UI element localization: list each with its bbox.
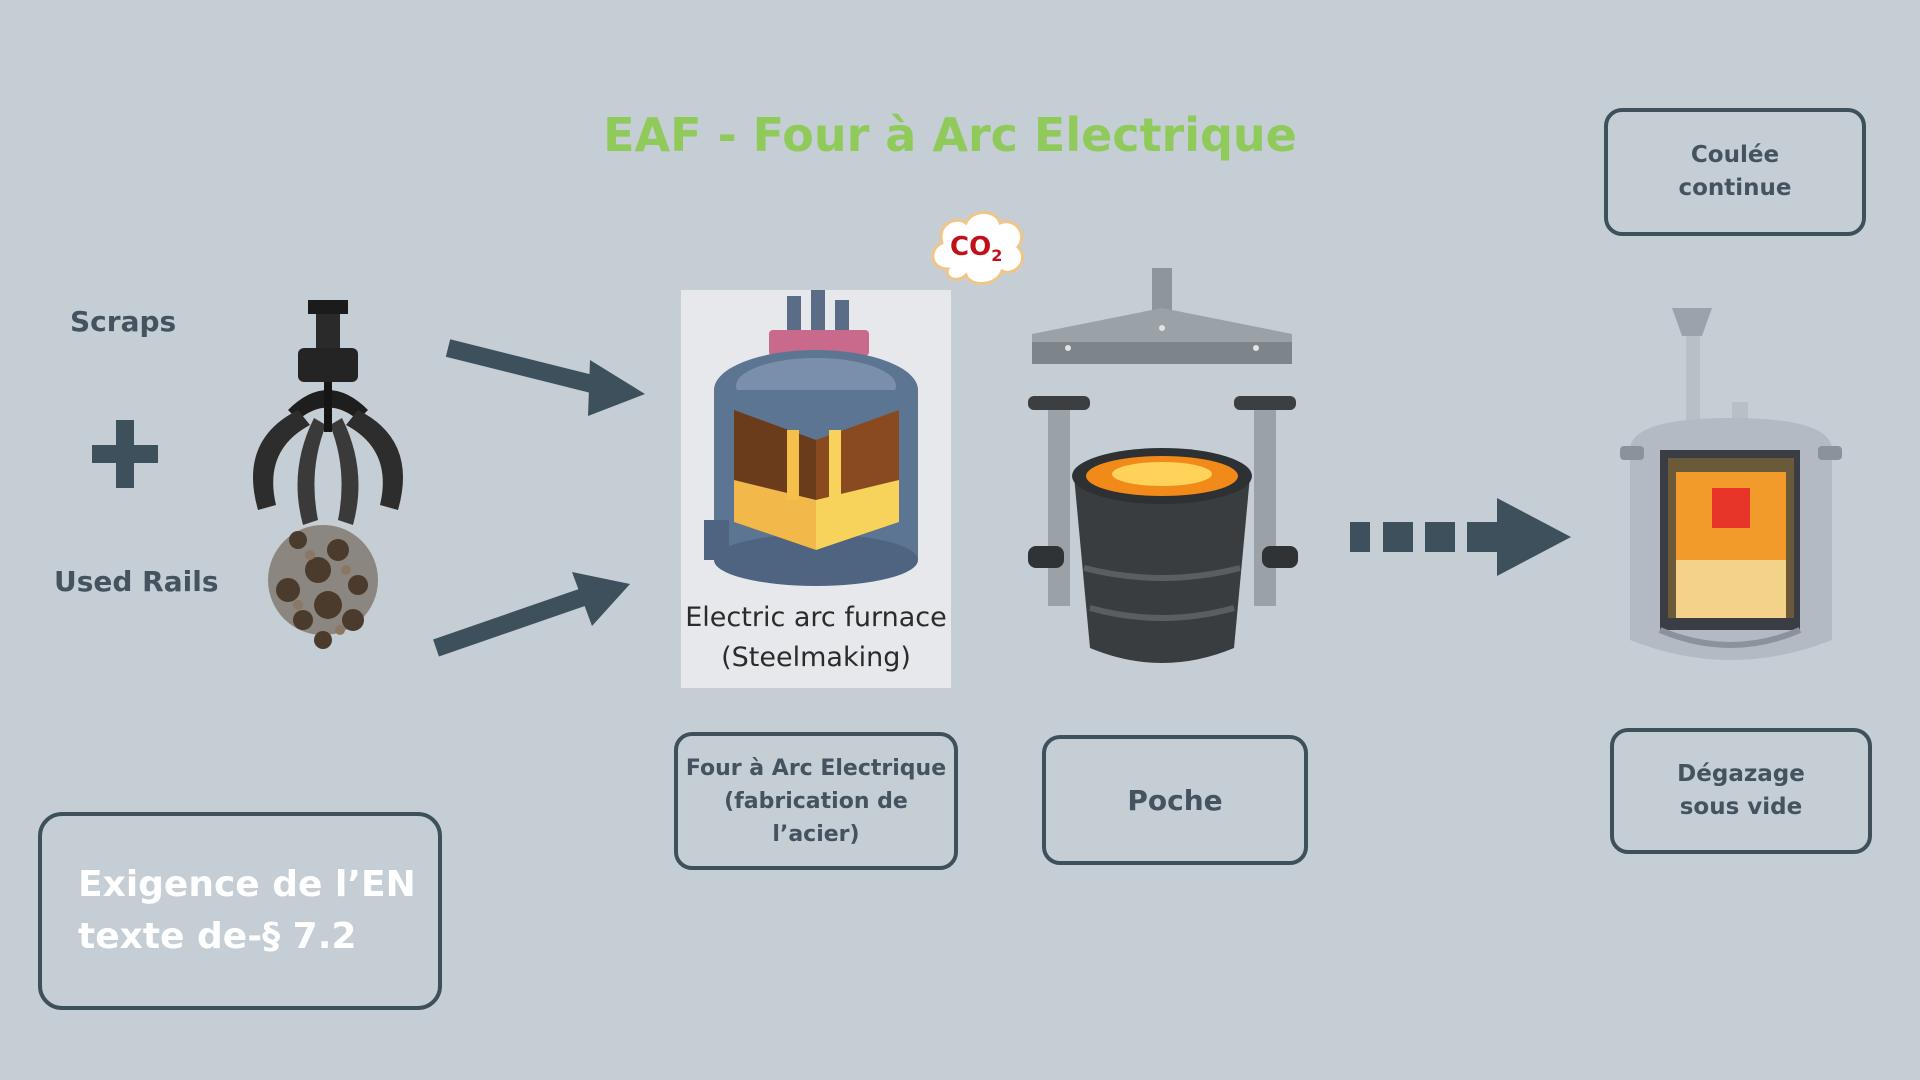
four-arc-label: Four à Arc Electrique (fabrication de l’… bbox=[685, 755, 947, 847]
poche-label: Poche bbox=[1127, 783, 1223, 817]
electric-arc-furnace-icon bbox=[704, 290, 918, 586]
requirement-box: Exigence de l’EN texte de-§ 7.2 bbox=[38, 812, 442, 1010]
furnace-caption-line2: (Steelmaking) bbox=[721, 642, 911, 673]
arrow-scraps-icon bbox=[445, 339, 645, 416]
scraps-label: Scraps bbox=[70, 305, 177, 338]
degazage-label: Dégazage sous vide bbox=[1677, 761, 1805, 820]
coulee-continue-box: Coulée continue bbox=[1604, 108, 1866, 236]
arrow-rails-icon bbox=[433, 572, 630, 657]
plus-icon bbox=[92, 420, 158, 488]
four-arc-box: Four à Arc Electrique (fabrication de l’… bbox=[674, 732, 958, 870]
co2-cloud: CO2 bbox=[926, 205, 1028, 289]
scrap-grapple-icon bbox=[253, 300, 403, 649]
vacuum-degassing-icon bbox=[1620, 308, 1842, 660]
coulee-continue-label: Coulée continue bbox=[1678, 142, 1792, 201]
cloud-icon bbox=[931, 211, 1025, 285]
requirement-label: Exigence de l’EN texte de-§ 7.2 bbox=[78, 864, 416, 957]
dashed-arrow-icon bbox=[1350, 498, 1571, 576]
furnace-caption-line1: Electric arc furnace bbox=[685, 602, 947, 633]
poche-box: Poche bbox=[1042, 735, 1308, 865]
co2-text: CO bbox=[950, 232, 992, 262]
diagram-title: EAF - Four à Arc Electrique bbox=[603, 108, 1297, 162]
used-rails-label: Used Rails bbox=[54, 565, 219, 598]
degazage-box: Dégazage sous vide bbox=[1610, 728, 1872, 854]
co2-subscript: 2 bbox=[991, 246, 1003, 265]
ladle-icon bbox=[1028, 268, 1298, 663]
furnace-image: Electric arc furnace (Steelmaking) bbox=[681, 290, 951, 688]
